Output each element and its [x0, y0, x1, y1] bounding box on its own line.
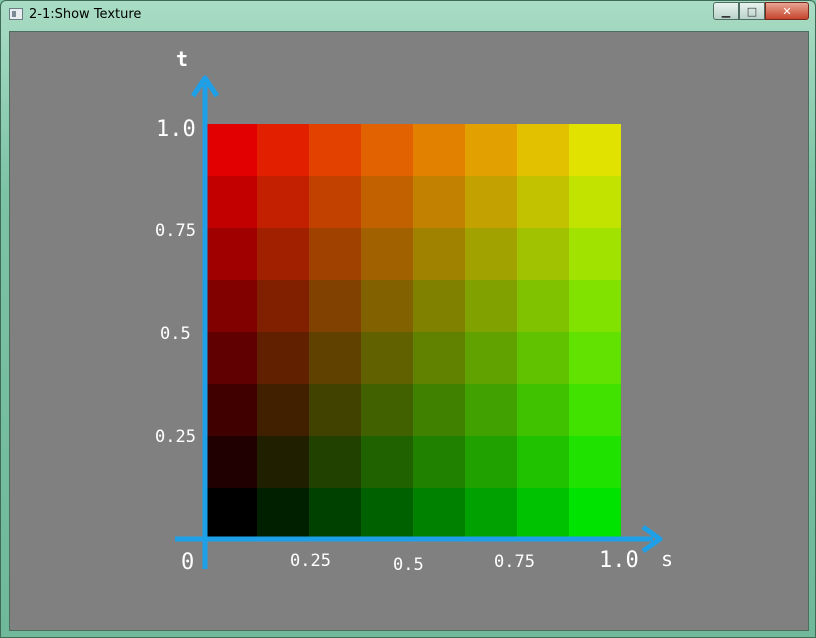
origin-label: 0	[181, 550, 194, 575]
texture-cell	[413, 176, 465, 228]
t-tick-label-0-25: 0.25	[155, 427, 196, 447]
texture-cell	[517, 228, 569, 280]
axes	[175, 75, 663, 569]
texture-cell	[257, 436, 309, 488]
t-axis-label: t	[176, 47, 188, 71]
texture-cell	[517, 176, 569, 228]
texture-cell	[465, 228, 517, 280]
texture-cell	[413, 436, 465, 488]
texture-cell	[361, 384, 413, 436]
texture-cell	[517, 436, 569, 488]
texture-cell	[569, 436, 621, 488]
window-title: 2-1:Show Texture	[29, 7, 142, 22]
texture-cell	[413, 280, 465, 332]
maximize-button[interactable]: □	[739, 2, 765, 20]
title-bar[interactable]: 2-1:Show Texture ▁ □ ✕	[1, 1, 815, 29]
s-axis-label: s	[661, 547, 673, 571]
texture-cell	[569, 280, 621, 332]
texture-cell	[517, 488, 569, 540]
app-icon[interactable]	[9, 8, 23, 20]
minimize-button[interactable]: ▁	[713, 2, 739, 20]
texture-cell	[413, 332, 465, 384]
t-tick-label-1-0: 1.0	[156, 117, 196, 142]
texture-cell	[569, 488, 621, 540]
texture-cell	[257, 384, 309, 436]
texture-cell	[309, 228, 361, 280]
close-icon: ✕	[782, 4, 792, 18]
texture-cell	[413, 488, 465, 540]
texture-cell	[465, 280, 517, 332]
texture-cell	[205, 228, 257, 280]
texture-cell	[309, 384, 361, 436]
texture-cell	[309, 488, 361, 540]
s-axis-arrowhead	[641, 524, 663, 554]
s-tick-label-0-75: 0.75	[494, 552, 535, 572]
texture-cell	[205, 124, 257, 176]
texture-cell	[569, 384, 621, 436]
texture-cell	[205, 280, 257, 332]
s-tick-label-0-25: 0.25	[290, 551, 331, 571]
texture-cell	[413, 124, 465, 176]
texture-cell	[465, 384, 517, 436]
t-tick-label-0-75: 0.75	[155, 221, 196, 241]
texture-plot: t s 0 1.0 0.75 0.5 0.25 0.25 0.5 0.75 1.…	[155, 47, 673, 575]
window-controls: ▁ □ ✕	[713, 2, 809, 22]
texture-cell	[309, 332, 361, 384]
texture-cell	[309, 124, 361, 176]
t-tick-label-0-5: 0.5	[160, 324, 191, 344]
texture-cell	[413, 384, 465, 436]
texture-cell	[465, 332, 517, 384]
texture-cell	[257, 124, 309, 176]
minimize-icon: ▁	[721, 4, 731, 18]
texture-cell	[205, 332, 257, 384]
s-tick-label-1-0: 1.0	[599, 548, 639, 573]
texture-cell	[257, 332, 309, 384]
texture-cell	[517, 124, 569, 176]
render-canvas[interactable]: t s 0 1.0 0.75 0.5 0.25 0.25 0.5 0.75 1.…	[9, 31, 809, 631]
texture-cell	[413, 228, 465, 280]
texture-cell	[309, 176, 361, 228]
texture-cell	[465, 176, 517, 228]
texture-cell	[465, 488, 517, 540]
texture-cell	[257, 176, 309, 228]
texture-cell	[361, 488, 413, 540]
texture-cell	[569, 228, 621, 280]
texture-cell	[361, 332, 413, 384]
texture-cell	[309, 280, 361, 332]
texture-cell	[569, 124, 621, 176]
texture-cell	[257, 488, 309, 540]
texture-cell	[361, 280, 413, 332]
texture-cell	[361, 176, 413, 228]
texture-cell	[465, 436, 517, 488]
texture-cell	[205, 384, 257, 436]
texture-cell	[517, 384, 569, 436]
texture-cell	[361, 228, 413, 280]
texture-cell	[517, 332, 569, 384]
texture-cell	[517, 280, 569, 332]
texture-cell	[361, 436, 413, 488]
texture-cell	[205, 176, 257, 228]
texture-cell	[361, 124, 413, 176]
texture-cell	[205, 436, 257, 488]
maximize-icon: □	[746, 4, 758, 18]
texture-cell	[309, 436, 361, 488]
t-axis-arrowhead	[190, 75, 220, 98]
texture-cell	[465, 124, 517, 176]
texture-cell	[257, 228, 309, 280]
texture-cell	[569, 332, 621, 384]
close-button[interactable]: ✕	[765, 2, 809, 20]
texture-cell	[257, 280, 309, 332]
texture-cell	[569, 176, 621, 228]
s-tick-label-0-5: 0.5	[393, 555, 424, 575]
texture-grid	[205, 124, 621, 540]
texture-cell	[205, 488, 257, 540]
